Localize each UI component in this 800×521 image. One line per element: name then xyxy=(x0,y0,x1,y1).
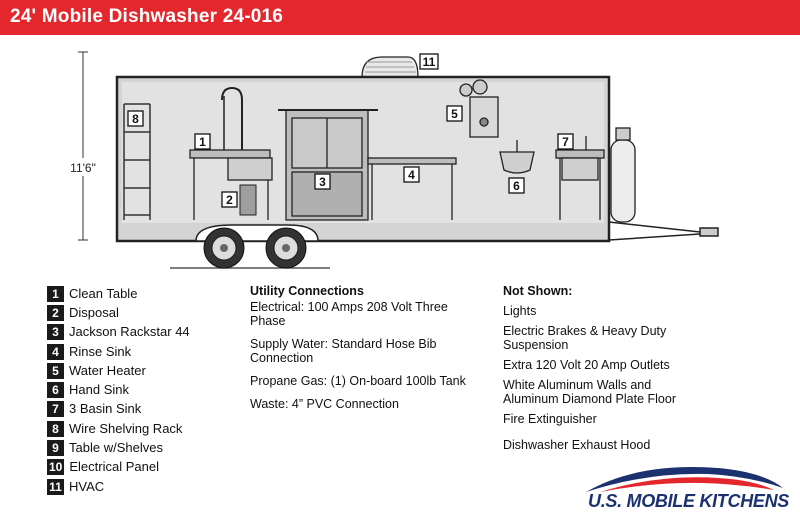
not-shown-item: Lights xyxy=(503,304,537,318)
utility-connections: Utility Connections Electrical: 100 Amps… xyxy=(250,284,480,420)
legend-item: 11 HVAC xyxy=(47,477,247,496)
not-shown-item: Extra 120 Volt 20 Amp Outlets xyxy=(503,358,670,372)
not-shown-item: White Aluminum Walls and Aluminum Diamon… xyxy=(503,378,676,406)
company-logo: U.S. MOBILE KITCHENS xyxy=(578,460,796,518)
legend-label: Water Heater xyxy=(69,362,146,378)
callout-6: 6 xyxy=(508,177,525,194)
legend-label: HVAC xyxy=(69,478,105,494)
legend-number: 10 xyxy=(47,459,65,476)
callout-2: 2 xyxy=(221,191,238,208)
hand-sink xyxy=(499,140,535,174)
page-title: 24' Mobile Dishwasher 24-016 xyxy=(10,6,284,27)
legend-label: Jackson Rackstar 44 xyxy=(69,324,190,340)
legend-number: 4 xyxy=(47,343,64,360)
svg-text:3: 3 xyxy=(319,175,326,189)
callouts: 1 2 3 4 5 6 7 8 11 xyxy=(127,53,574,208)
legend-number: 7 xyxy=(47,401,64,418)
svg-text:11: 11 xyxy=(423,55,436,69)
legend-item: 6 Hand Sink xyxy=(47,380,247,399)
utility-title: Utility Connections xyxy=(250,284,364,298)
not-shown-item: Fire Extinguisher xyxy=(503,412,597,426)
utility-waste: Waste: 4” PVC Connection xyxy=(250,397,399,411)
legend-item: 5 Water Heater xyxy=(47,361,247,380)
callout-1: 1 xyxy=(194,133,211,150)
legend-label: 3 Basin Sink xyxy=(69,401,142,417)
legend-number: 3 xyxy=(47,324,64,341)
callout-7: 7 xyxy=(557,133,574,150)
rinse-table xyxy=(367,157,457,220)
legend-item: 1 Clean Table xyxy=(47,284,247,303)
callout-4: 4 xyxy=(403,166,420,183)
logo-text: U.S. MOBILE KITCHENS xyxy=(588,491,790,511)
propane-tank xyxy=(610,127,636,223)
water-heater xyxy=(459,79,499,138)
utility-electrical: Electrical: 100 Amps 208 Volt Three Phas… xyxy=(250,300,448,328)
legend-item: 3 Jackson Rackstar 44 xyxy=(47,323,247,342)
trailer-hitch xyxy=(608,221,719,241)
callout-11: 11 xyxy=(419,53,439,70)
legend-number: 6 xyxy=(47,382,64,399)
dishwasher xyxy=(278,109,378,221)
not-shown-item: Dishwasher Exhaust Hood xyxy=(503,438,651,452)
legend-label: Table w/Shelves xyxy=(69,440,163,456)
trailer-diagram: 11'6" xyxy=(66,51,719,269)
three-basin-sink xyxy=(555,136,605,220)
wheels xyxy=(195,224,319,269)
equipment-legend: 1 Clean Table 2 Disposal 3 Jackson Rackstar… xyxy=(47,284,247,496)
height-dimension xyxy=(78,51,88,241)
svg-text:1: 1 xyxy=(199,135,206,149)
legend-item: 7 3 Basin Sink xyxy=(47,400,247,419)
legend-number: 11 xyxy=(47,478,64,495)
legend-label: Clean Table xyxy=(69,285,138,301)
callout-5: 5 xyxy=(446,105,463,122)
legend-label: Disposal xyxy=(69,304,119,320)
logo-swoosh-icon xyxy=(586,467,783,492)
legend-number: 9 xyxy=(47,440,64,457)
legend-item: 2 Disposal xyxy=(47,303,247,322)
clean-table xyxy=(189,86,273,220)
disposal xyxy=(239,184,257,216)
legend-number: 8 xyxy=(47,420,64,437)
legend-label: Wire Shelving Rack xyxy=(69,420,183,436)
legend-item: 8 Wire Shelving Rack xyxy=(47,419,247,438)
wire-shelving-rack xyxy=(123,103,151,220)
legend-number: 1 xyxy=(47,285,64,302)
utility-propane: Propane Gas: (1) On-board 100lb Tank xyxy=(250,374,466,388)
svg-text:7: 7 xyxy=(562,135,569,149)
hvac-unit xyxy=(361,56,419,78)
header-bar: 24' Mobile Dishwasher 24-016 xyxy=(0,0,800,35)
legend-label: Rinse Sink xyxy=(69,343,132,359)
not-shown-item: Electric Brakes & Heavy Duty Suspension xyxy=(503,324,667,352)
svg-text:6: 6 xyxy=(513,179,520,193)
legend-item: 4 Rinse Sink xyxy=(47,342,247,361)
legend-label: Electrical Panel xyxy=(69,459,159,475)
svg-text:2: 2 xyxy=(226,193,233,207)
not-shown-title: Not Shown: xyxy=(503,284,573,298)
callout-3: 3 xyxy=(314,173,331,190)
height-label: 11'6" xyxy=(70,161,96,175)
utility-water: Supply Water: Standard Hose Bib Connecti… xyxy=(250,337,437,365)
not-shown-list: Not Shown: Lights Electric Brakes & Heav… xyxy=(503,284,703,458)
legend-number: 5 xyxy=(47,362,64,379)
legend-item: 9 Table w/Shelves xyxy=(47,438,247,457)
legend-label: Hand Sink xyxy=(69,382,129,398)
callout-8: 8 xyxy=(127,110,144,127)
svg-text:4: 4 xyxy=(408,168,415,182)
svg-text:8: 8 xyxy=(132,112,139,126)
svg-text:5: 5 xyxy=(451,107,458,121)
legend-number: 2 xyxy=(47,304,64,321)
